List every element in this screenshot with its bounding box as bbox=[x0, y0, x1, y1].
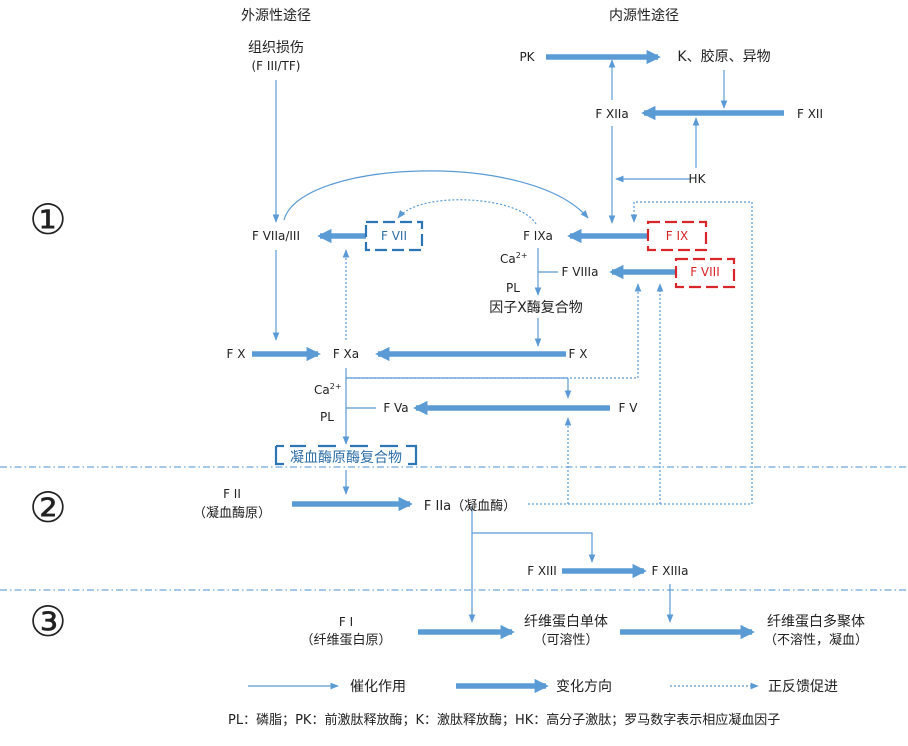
prothrombin-label: （凝血酶原） bbox=[193, 505, 271, 521]
feedback-thrombin-to-fv bbox=[528, 417, 572, 505]
header-intrinsic: 内源性途径 bbox=[609, 7, 679, 24]
fx-left-label: F X bbox=[227, 347, 246, 361]
fxiia-label: F XIIa bbox=[595, 107, 628, 121]
transformation-arrows bbox=[252, 49, 784, 640]
fv-label: F V bbox=[619, 401, 639, 415]
legend-catalysis-label: 催化作用 bbox=[350, 679, 406, 695]
fxiii-label: F XIII bbox=[527, 564, 557, 578]
stage-1-marker: ① bbox=[29, 195, 67, 244]
pl-label-1: PL bbox=[506, 281, 520, 295]
prothrombinase-complex-label: 凝血酶原酶复合物 bbox=[290, 449, 402, 466]
fva-label: F Va bbox=[383, 401, 408, 415]
fvii-label: F VII bbox=[381, 229, 407, 243]
ca-label-2: Ca2+ bbox=[314, 382, 342, 397]
feedback-thrombin-to-fix bbox=[630, 201, 753, 505]
fiia-thrombin-label: F IIa（凝血酶） bbox=[424, 498, 516, 514]
fix-dashed-box bbox=[646, 220, 708, 252]
fx-right-label: F X bbox=[569, 347, 588, 361]
insoluble-label: （不溶性，凝血） bbox=[764, 632, 868, 648]
prothrombinase-bracket bbox=[274, 444, 418, 466]
catalysis-thrombin-to-fxiii bbox=[472, 532, 596, 563]
feedback-fixa-to-fvii bbox=[397, 199, 537, 225]
legend-transformation-label: 变化方向 bbox=[556, 679, 612, 695]
footnote: PL：磷脂；PK：前激肽释放酶；K：激肽释放酶；HK：高分子激肽；罗马数字表示相… bbox=[228, 712, 780, 728]
catalysis-arrows bbox=[272, 59, 728, 623]
legend-feedback-label: 正反馈促进 bbox=[768, 679, 838, 695]
stage-2-marker: ② bbox=[29, 483, 67, 532]
feedback-thrombin-to-fviii bbox=[568, 283, 664, 505]
fviii-dashed-box bbox=[674, 257, 736, 289]
fix-label: F IX bbox=[666, 229, 688, 243]
ca-label-1: Ca2+ bbox=[500, 251, 528, 266]
header-extrinsic: 外源性途径 bbox=[241, 7, 311, 24]
fxii-label: F XII bbox=[797, 107, 823, 121]
fxiiia-label: F XIIIa bbox=[652, 564, 689, 578]
fi-label: F I bbox=[339, 615, 353, 629]
tenase-complex-label: 因子X酶复合物 bbox=[489, 299, 583, 316]
catalysis-fviia-to-fixa-arc bbox=[283, 170, 589, 221]
stage-3-marker: ③ bbox=[29, 597, 67, 646]
fviiia-label: F VIIIa bbox=[562, 265, 599, 279]
fvii-dashed-box bbox=[364, 220, 424, 252]
fixa-label: F IXa bbox=[523, 229, 553, 243]
pl-label-2: PL bbox=[320, 410, 334, 424]
fviii-label: F VIII bbox=[690, 265, 720, 279]
fibrinogen-label: （纤维蛋白原） bbox=[300, 632, 391, 648]
fxa-label: F Xa bbox=[333, 347, 359, 361]
tissue-injury-label: 组织损伤 bbox=[248, 40, 304, 56]
fviia-iii-label: F VIIa/III bbox=[252, 229, 300, 243]
feedback-fxa-to-fviii bbox=[346, 283, 642, 379]
legend: 催化作用 变化方向 正反馈促进 bbox=[248, 678, 838, 695]
hk-label: HK bbox=[689, 172, 707, 186]
k-collagen-label: K、胶原、异物 bbox=[677, 48, 770, 65]
fibrin-monomer-label: 纤维蛋白单体 bbox=[524, 614, 608, 630]
fibrin-polymer-label: 纤维蛋白多聚体 bbox=[767, 613, 865, 630]
soluble-label: （可溶性） bbox=[533, 633, 598, 648]
fii-label: F II bbox=[223, 487, 241, 501]
feedback-arrows bbox=[342, 199, 753, 505]
tissue-factor-label: (F III/TF) bbox=[252, 59, 301, 73]
pk-label: PK bbox=[519, 50, 535, 64]
